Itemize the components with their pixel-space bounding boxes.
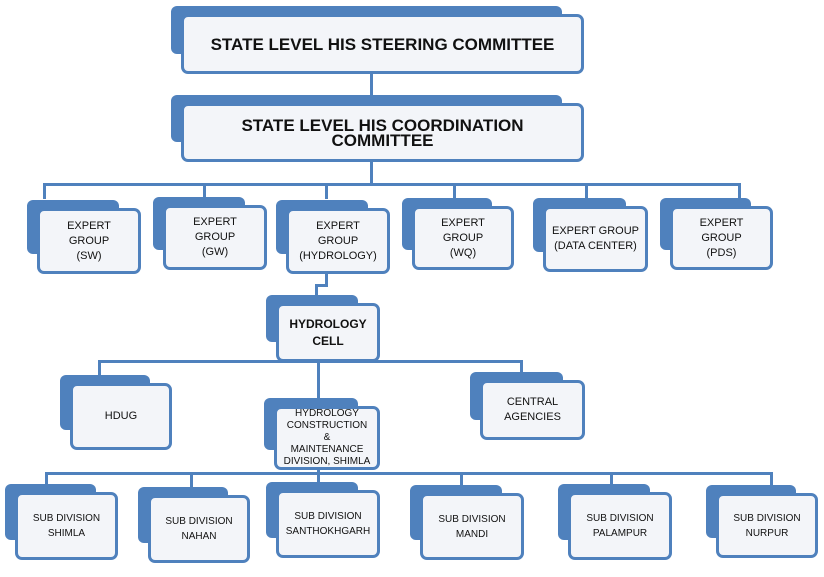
connector	[45, 472, 48, 486]
node-label: EXPERT GROUP (PDS)	[699, 216, 744, 259]
node-label: CENTRAL AGENCIES	[504, 396, 561, 423]
expert-group-data-center-node: EXPERT GROUP (DATA CENTER)	[533, 198, 648, 272]
node-label: EXPERT GROUP (HYDROLOGY)	[299, 219, 377, 262]
sub-division-nurpur-node: SUB DIVISION NURPUR	[706, 485, 818, 558]
node-box: HYDROLOGY CELL	[276, 303, 380, 362]
steering-committee-node: STATE LEVEL HIS STEERING COMMITTEE	[171, 6, 584, 74]
node-box: SUB DIVISION NURPUR	[716, 493, 818, 558]
node-label: EXPERT GROUP (SW)	[67, 219, 111, 262]
node-label: SUB DIVISION PALAMPUR	[586, 513, 654, 539]
connector	[315, 284, 328, 287]
node-label: STATE LEVEL HIS COORDINATION COMMITTEE	[241, 115, 524, 150]
node-label: EXPERT GROUP (DATA CENTER)	[552, 225, 640, 252]
node-label: SUB DIVISION MANDI	[438, 513, 506, 540]
node-box: HDUG	[70, 383, 172, 450]
connector	[370, 74, 373, 96]
sub-division-nahan-node: SUB DIVISION NAHAN	[138, 487, 250, 563]
node-box: SUB DIVISION MANDI	[420, 493, 524, 560]
node-label: SUB DIVISION SANTHOKHGARH	[285, 511, 371, 537]
node-box: EXPERT GROUP (GW)	[163, 205, 267, 270]
node-box: EXPERT GROUP (PDS)	[670, 206, 773, 270]
expert-group-wq-node: EXPERT GROUP (WQ)	[402, 198, 514, 270]
connector	[45, 472, 772, 475]
connector	[585, 183, 588, 199]
node-label: SUB DIVISION SHIMLA	[32, 513, 101, 539]
node-box: SUB DIVISION NAHAN	[148, 495, 250, 563]
node-box: SUB DIVISION SHIMLA	[15, 492, 118, 560]
node-box: EXPERT GROUP (WQ)	[412, 206, 514, 270]
hdug-node: HDUG	[60, 375, 172, 450]
node-box: HYDROLOGY CONSTRUCTION & MAINTENANCE DIV…	[274, 406, 380, 470]
central-agencies-node: CENTRAL AGENCIES	[470, 372, 585, 440]
connector	[190, 472, 193, 488]
sub-division-palampur-node: SUB DIVISION PALAMPUR	[558, 484, 672, 560]
node-label: HDUG	[104, 410, 138, 422]
node-box: STATE LEVEL HIS COORDINATION COMMITTEE	[181, 103, 584, 162]
node-label: EXPERT GROUP (WQ)	[441, 216, 485, 259]
expert-group-pds-node: EXPERT GROUP (PDS)	[660, 198, 773, 270]
node-box: STATE LEVEL HIS STEERING COMMITTEE	[181, 14, 584, 74]
connector	[43, 183, 741, 186]
node-label: EXPERT GROUP (GW)	[193, 216, 237, 258]
hydrology-division-node: HYDROLOGY CONSTRUCTION & MAINTENANCE DIV…	[264, 398, 380, 470]
node-box: EXPERT GROUP (SW)	[37, 208, 141, 274]
node-label: HYDROLOGY CELL	[289, 316, 367, 348]
node-box: EXPERT GROUP (HYDROLOGY)	[286, 208, 390, 274]
node-box: EXPERT GROUP (DATA CENTER)	[543, 206, 648, 272]
sub-division-santhokhgarh-node: SUB DIVISION SANTHOKHGARH	[266, 482, 380, 558]
connector	[770, 472, 773, 488]
connector	[317, 362, 320, 402]
connector	[370, 162, 373, 184]
connector	[325, 274, 328, 286]
sub-division-mandi-node: SUB DIVISION MANDI	[410, 485, 524, 560]
expert-group-gw-node: EXPERT GROUP (GW)	[153, 197, 267, 270]
connector	[738, 183, 741, 199]
sub-division-shimla-node: SUB DIVISION SHIMLA	[5, 484, 118, 560]
connector	[460, 472, 463, 488]
expert-group-sw-node: EXPERT GROUP (SW)	[27, 200, 141, 274]
node-label: SUB DIVISION NAHAN	[165, 516, 233, 542]
coordination-committee-node: STATE LEVEL HIS COORDINATION COMMITTEE	[171, 95, 584, 162]
node-label: HYDROLOGY CONSTRUCTION & MAINTENANCE DIV…	[283, 408, 371, 467]
node-box: SUB DIVISION PALAMPUR	[568, 492, 672, 560]
hydrology-cell-node: HYDROLOGY CELL	[266, 295, 380, 362]
node-label: STATE LEVEL HIS STEERING COMMITTEE	[210, 34, 555, 54]
connector	[610, 472, 613, 488]
connector	[317, 472, 320, 486]
connector	[453, 183, 456, 199]
node-box: SUB DIVISION SANTHOKHGARH	[276, 490, 380, 558]
connector	[43, 183, 46, 199]
connector	[98, 360, 101, 376]
connector	[315, 284, 318, 296]
connector	[203, 183, 206, 197]
node-box: CENTRAL AGENCIES	[480, 380, 585, 440]
expert-group-hydrology-node: EXPERT GROUP (HYDROLOGY)	[276, 200, 390, 274]
connector	[325, 183, 328, 199]
node-label: SUB DIVISION NURPUR	[733, 512, 801, 539]
connector	[520, 360, 523, 374]
